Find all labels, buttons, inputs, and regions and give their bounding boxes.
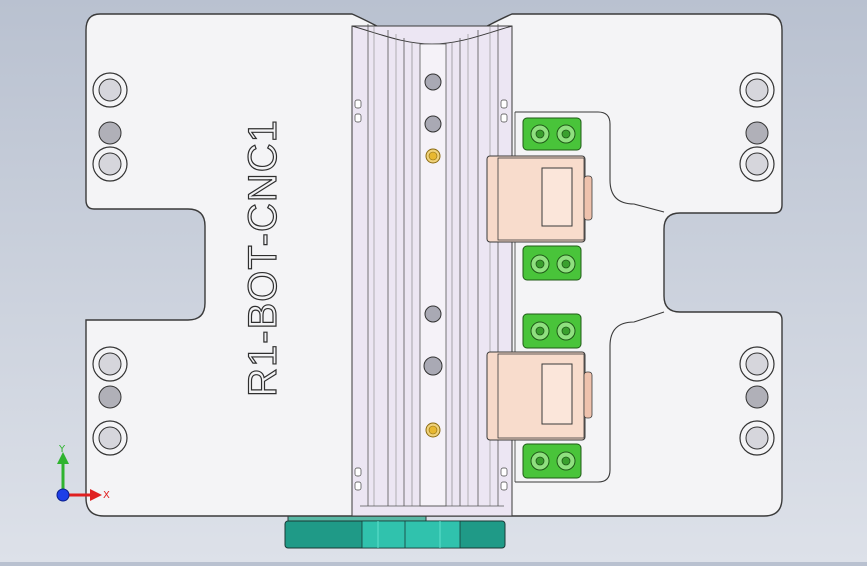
base-plate-highlight <box>361 520 461 549</box>
left-mount-holes[interactable] <box>92 72 128 456</box>
clamp-slot <box>541 167 573 227</box>
pin-hole <box>745 121 769 145</box>
lower-clamp[interactable] <box>486 313 593 479</box>
z-axis-dot-icon <box>56 488 70 502</box>
y-axis-label: Y <box>58 444 66 455</box>
pin-hole <box>98 121 122 145</box>
rail-pin <box>424 305 442 323</box>
rail-pin <box>424 73 442 91</box>
rail-pin <box>424 115 442 133</box>
right-mount-holes[interactable] <box>739 72 775 456</box>
rail-pin <box>423 356 443 376</box>
clamp-slot <box>541 363 573 425</box>
x-axis-label: X <box>103 490 110 501</box>
center-rail[interactable] <box>351 24 513 517</box>
base-plate[interactable] <box>284 514 506 549</box>
part-engraving: R1-BOT-CNC1 <box>241 119 285 397</box>
pin-hole <box>745 385 769 409</box>
rail-pins[interactable] <box>423 73 443 438</box>
axis-triad[interactable]: Y X <box>56 444 110 502</box>
pin-hole <box>98 385 122 409</box>
upper-clamp[interactable] <box>486 117 593 281</box>
